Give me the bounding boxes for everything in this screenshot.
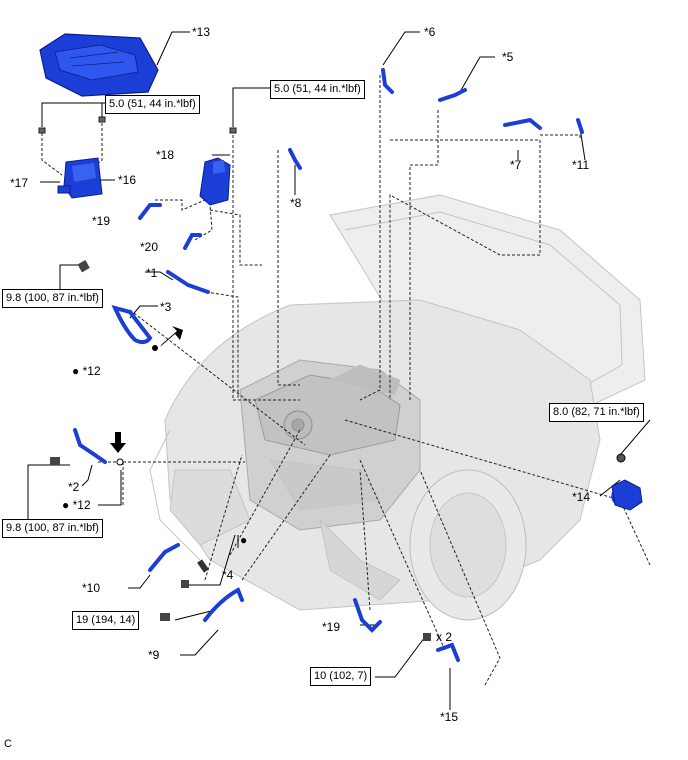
torque-spec-bolt-9: 19 (194, 14) [72,611,140,630]
callout-12-a: ● *12 [72,364,101,378]
callout-3: *3 [160,300,172,314]
callout-12-label: *12 [82,364,101,378]
parts [38,33,643,662]
callout-16: *16 [118,173,137,187]
bolt-part [38,116,237,134]
callout-15: *15 [440,710,459,724]
bullet-mark: ● [62,498,70,512]
callout-11: *11 [572,158,590,172]
torque-spec-cover: 5.0 (51, 44 in.*lbf) [105,95,200,114]
engine-bay-illustration [149,194,646,621]
reservoir-18-part [199,157,231,206]
reservoir-part [57,157,103,199]
callout-12-b: ● *12 [62,498,91,512]
torque-spec-upper-hose: 9.8 (100, 87 in.*lbf) [2,289,103,308]
direction-arrows [110,326,183,453]
engine-cover-part [39,33,159,97]
torque-spec-harness: 8.0 (82, 71 in.*lbf) [549,403,644,422]
callout-17: *17 [10,176,29,190]
callout-6: *6 [424,25,436,39]
callout-9: *9 [148,648,160,662]
callout-4: *4 [222,568,234,582]
torque-spec-lower-hose: 9.8 (100, 87 in.*lbf) [2,519,103,538]
callout-13: *13 [192,25,211,39]
bullet-mark: ● [72,364,80,378]
multiplier-label: x 2 [436,630,453,644]
hose-parts [73,68,629,662]
fitting-parts [50,260,626,641]
callout-14: *14 [572,490,591,504]
callout-5: *5 [502,50,514,64]
callout-1: *1 [146,266,158,280]
torque-spec-bolt-15: 10 (102, 7) [310,667,372,686]
callout-20: *20 [140,240,159,254]
callout-19-b: *19 [322,620,341,634]
callout-19-a: *19 [92,214,111,228]
torque-spec-reservoir: 5.0 (51, 44 in.*lbf) [270,80,365,99]
harness-14-part [611,479,643,511]
callout-2: *2 [68,480,80,494]
callout-12-label: *12 [72,498,91,512]
callout-18: *18 [156,148,175,162]
figure-code: C [4,738,12,750]
bullet-near-4: ● [240,533,248,547]
callout-7: *7 [510,158,522,172]
callout-8: *8 [290,196,302,210]
callout-10: *10 [82,581,101,595]
